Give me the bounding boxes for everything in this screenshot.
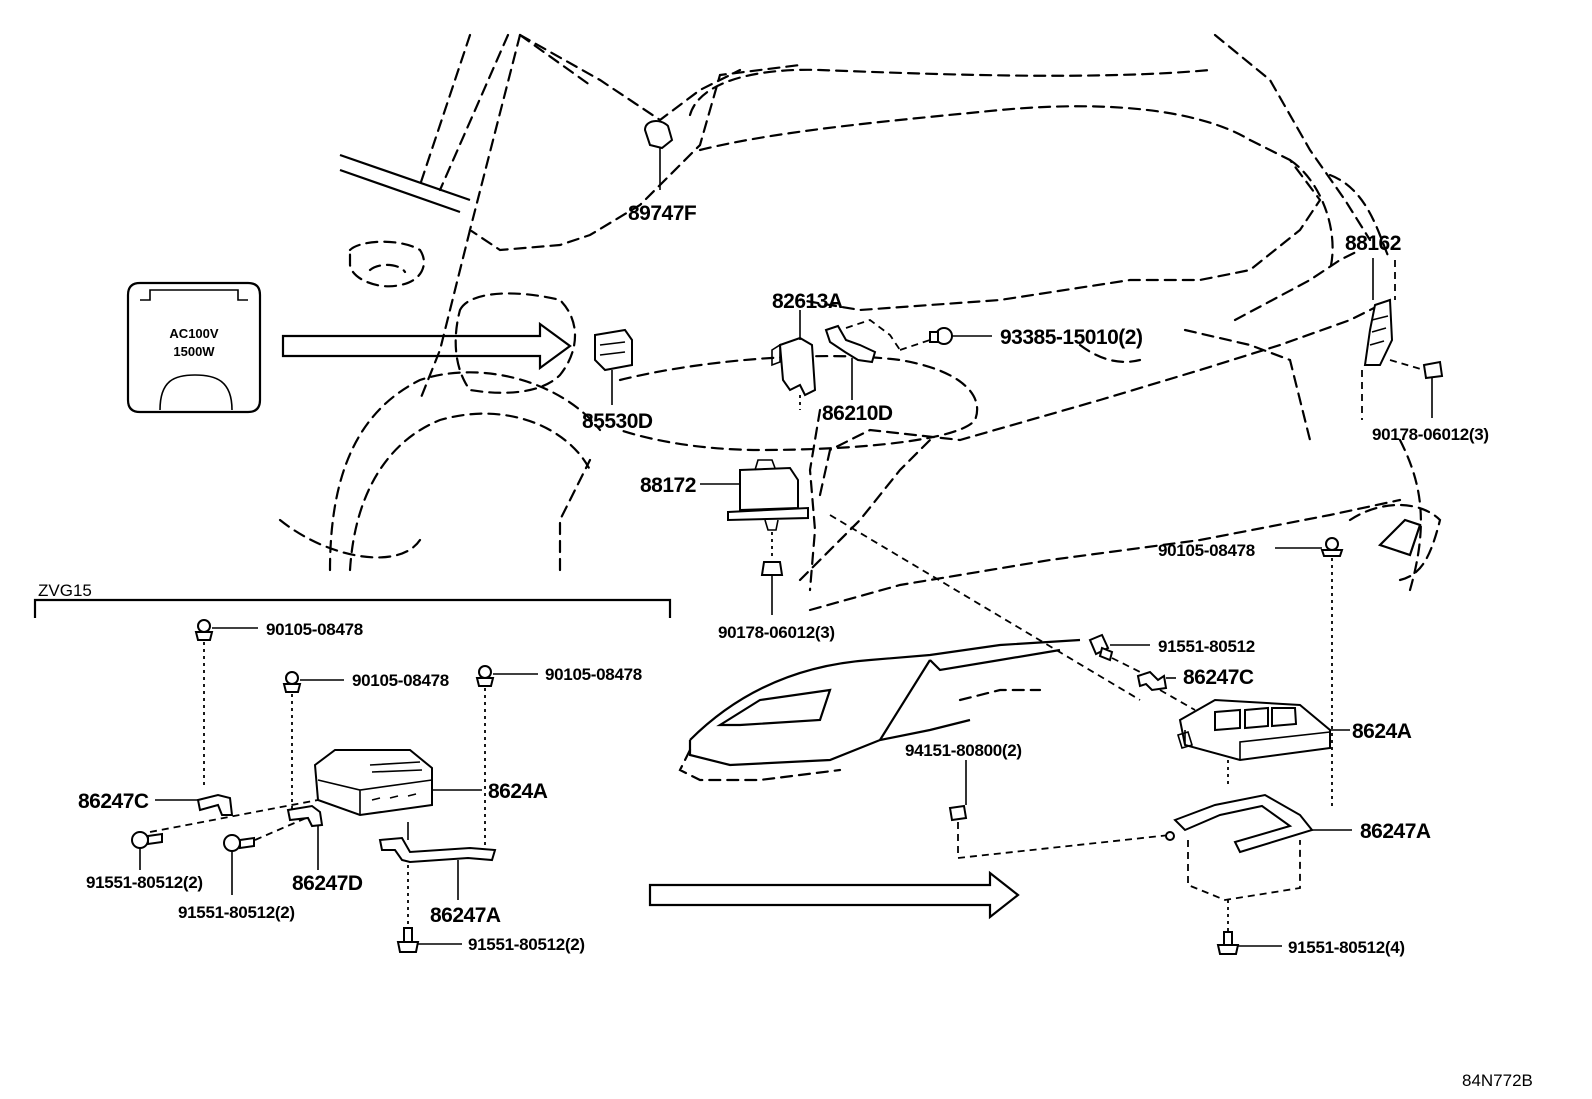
part-90105-right-icon — [1275, 537, 1344, 810]
label-94151-80800: 94151-80800(2) — [905, 741, 1022, 760]
label-8624A-left: 8624A — [488, 780, 548, 803]
part-8624A-left-icon — [313, 749, 482, 817]
label-90105-08478-left2: 90105-08478 — [352, 671, 449, 690]
label-8624A-right: 8624A — [1352, 720, 1412, 743]
label-90105-08478-left3: 90105-08478 — [545, 665, 642, 684]
part-91551-4-icon — [1216, 931, 1282, 955]
label-93385-15010: 93385-15010(2) — [1000, 326, 1142, 349]
part-88162-icon — [1361, 258, 1396, 420]
label-85530D: 85530D — [582, 410, 653, 433]
part-82613A-icon — [771, 310, 817, 410]
label-91551-80512-left2: 91551-80512(2) — [178, 903, 295, 922]
part-94151-icon — [948, 760, 1171, 860]
part-8624A-right-icon — [1176, 698, 1350, 785]
label-89747F: 89747F — [628, 202, 697, 225]
zvg15-label: ZVG15 — [38, 581, 92, 600]
part-91551-left2-icon — [223, 811, 321, 895]
part-86210D-icon — [824, 318, 901, 400]
label-91551-80512-left3: 91551-80512(2) — [468, 935, 585, 954]
label-91551-80512-left1: 91551-80512(2) — [86, 873, 203, 892]
label-82613A: 82613A — [772, 290, 843, 313]
part-90178-center-icon — [760, 561, 784, 615]
label-88162: 88162 — [1345, 232, 1401, 255]
label-86247A-left: 86247A — [430, 904, 501, 927]
part-90105-left3-icon — [475, 665, 538, 845]
part-91551-left3-icon — [396, 927, 462, 953]
part-89747F-icon — [643, 120, 674, 190]
part-91551-right-icon — [1088, 633, 1150, 673]
zvg15-bracket-frame — [33, 598, 672, 618]
leader-dashed-right — [829, 514, 1141, 701]
label-90105-08478-left1: 90105-08478 — [266, 620, 363, 639]
part-86247C-right-icon — [1136, 670, 1196, 711]
ac-outlet-inset: AC100V 1500W — [126, 281, 262, 414]
label-86247C-left: 86247C — [78, 790, 149, 813]
diagram-reference-code: 84N772B — [1462, 1071, 1533, 1090]
vehicle-body-outline — [278, 33, 1442, 782]
outlet-label-voltage: AC100V — [169, 326, 218, 341]
part-86247A-right-icon — [1165, 793, 1352, 935]
part-91551-left1-icon — [131, 831, 163, 870]
part-88172-icon — [700, 459, 809, 560]
label-91551-80512-4: 91551-80512(4) — [1288, 938, 1405, 957]
part-90105-left2-icon — [282, 671, 344, 810]
label-91551-80512-right: 91551-80512 — [1158, 637, 1255, 656]
arrow-to-outlet — [281, 321, 572, 371]
part-90105-left1-icon — [194, 619, 258, 785]
label-86247C-right: 86247C — [1183, 666, 1254, 689]
label-90178-06012-center: 90178-06012(3) — [718, 623, 835, 642]
label-88172: 88172 — [640, 474, 696, 497]
label-86247D-left: 86247D — [292, 872, 363, 895]
part-86247D-left-icon — [286, 804, 324, 870]
label-86247A-right: 86247A — [1360, 820, 1431, 843]
part-85530D-icon — [594, 328, 633, 405]
label-90178-06012-right: 90178-06012(3) — [1372, 425, 1489, 444]
label-86210D: 86210D — [822, 402, 893, 425]
part-90178-right-icon — [1389, 359, 1444, 418]
part-86247C-left-icon — [149, 793, 319, 833]
arrow-to-right-assembly — [648, 870, 1020, 920]
part-86247A-left-icon — [378, 822, 497, 930]
label-90105-08478-right: 90105-08478 — [1158, 541, 1255, 560]
outlet-label-wattage: 1500W — [173, 344, 215, 359]
part-93385-icon — [899, 327, 992, 351]
